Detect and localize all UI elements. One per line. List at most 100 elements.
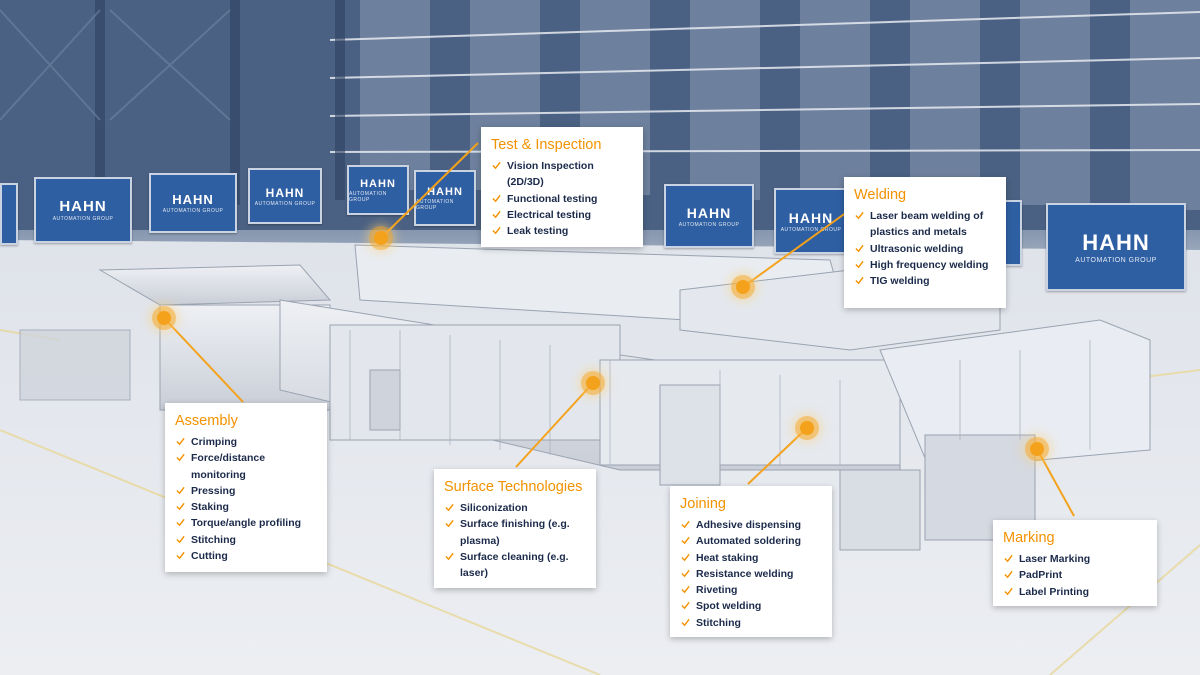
callout-surface-technologies: Surface Technologies Siliconization Surf… (434, 469, 596, 588)
hahn-banner: HAHN AUTOMATION GROUP (34, 177, 132, 243)
banner-logo: HAHN (265, 185, 305, 200)
check-icon (176, 437, 185, 446)
list-item-label: Surface finishing (e.g. plasma) (460, 518, 570, 547)
check-icon (445, 503, 454, 512)
check-icon (681, 553, 690, 561)
callout-title: Marking (1003, 530, 1055, 546)
banner-subtext: AUTOMATION GROUP (1075, 257, 1157, 264)
check-icon (176, 519, 185, 527)
list-item: Vision Inspection (2D/3D) (491, 158, 633, 191)
banner-subtext: AUTOMATION GROUP (162, 208, 224, 214)
capability-list: Vision Inspection (2D/3D) Functional tes… (491, 158, 633, 239)
banner-subtext: AUTOMATION GROUP (780, 226, 842, 233)
check-icon (681, 602, 690, 610)
list-item: Ultrasonic welding (854, 241, 996, 257)
list-item-label: Spot welding (696, 600, 762, 613)
list-item-label: TIG welding (870, 275, 930, 288)
list-item-label: Siliconization (460, 502, 528, 514)
list-item: Siliconization (444, 500, 586, 516)
list-item: High frequency welding (854, 257, 996, 273)
check-icon (1004, 587, 1013, 595)
list-item-label: Resistance welding (696, 567, 794, 580)
list-item: Label Printing (1003, 584, 1147, 600)
list-item-label: Electrical testing (507, 208, 592, 221)
list-item: Heat staking (680, 550, 822, 566)
list-item-label: Laser beam welding of plastics and metal… (870, 210, 984, 239)
list-item-label: Force/distance monitoring (191, 452, 266, 481)
list-item: Riveting (680, 582, 822, 598)
check-icon (681, 520, 690, 529)
callout-title: Welding (854, 187, 907, 203)
list-item-label: Stitching (696, 616, 741, 629)
list-item: Laser Marking (1003, 551, 1147, 567)
list-item: Torque/angle profiling (175, 515, 317, 531)
capability-list: Siliconization Surface finishing (e.g. p… (444, 500, 586, 581)
check-icon (492, 161, 501, 170)
list-item: Spot welding (680, 598, 822, 614)
hotspot-welding[interactable] (736, 280, 750, 294)
list-item: Automated soldering (680, 533, 822, 549)
hahn-banner: HAHN AUTOMATION GROUP (149, 173, 237, 233)
list-item-label: Riveting (696, 584, 738, 597)
list-item-label: PadPrint (1019, 569, 1063, 582)
check-icon (492, 194, 501, 202)
hahn-banner: HAHN AUTOMATION GROUP (414, 170, 476, 226)
hotspot-marking[interactable] (1030, 442, 1044, 456)
callout-welding: Welding Laser beam welding of plastics a… (844, 177, 1006, 308)
check-icon (1004, 554, 1013, 563)
list-item-label: Ultrasonic welding (870, 242, 964, 255)
list-item-label: Stitching (191, 533, 236, 546)
list-item: Leak testing (491, 223, 633, 239)
callout-assembly: Assembly Crimping Force/distance monitor… (165, 403, 327, 572)
banner-subtext: AUTOMATION GROUP (52, 216, 114, 222)
banner-logo: HAHN (1082, 230, 1150, 255)
list-item-label: Leak testing (507, 225, 569, 238)
capability-list: Laser beam welding of plastics and metal… (854, 208, 996, 289)
list-item: Cutting (175, 548, 317, 564)
list-item: Surface finishing (e.g. plasma) (444, 516, 586, 549)
list-item: Stitching (680, 615, 822, 631)
banner-logo: HAHN (59, 198, 107, 215)
hotspot-test-inspection[interactable] (374, 231, 388, 245)
list-item-label: Label Printing (1019, 585, 1090, 598)
list-item: Force/distance monitoring (175, 450, 317, 483)
banner-subtext: AUTOMATION GROUP (254, 200, 316, 207)
hotspot-assembly[interactable] (157, 311, 171, 325)
check-icon (1004, 571, 1013, 579)
hahn-banner: HAHN AUTOMATION GROUP (774, 188, 848, 254)
list-item: Crimping (175, 434, 317, 450)
capability-list: Crimping Force/distance monitoring Press… (175, 434, 317, 564)
hotspot-joining[interactable] (800, 421, 814, 435)
check-icon (681, 569, 690, 578)
list-item-label: Automated soldering (696, 535, 802, 548)
check-icon (445, 520, 454, 528)
hahn-banner (0, 183, 18, 245)
hahn-banner: HAHN AUTOMATION GROUP (347, 165, 409, 215)
callout-marking: Marking Laser Marking PadPrint Label Pri… (993, 520, 1157, 606)
banner-logo: HAHN (360, 177, 396, 190)
list-item-label: Cutting (191, 550, 228, 563)
check-icon (176, 454, 185, 462)
hahn-banner: HAHN AUTOMATION GROUP (664, 184, 754, 248)
list-item-label: Heat staking (696, 551, 759, 564)
callout-test-inspection: Test & Inspection Vision Inspection (2D/… (481, 127, 643, 247)
check-icon (176, 486, 185, 495)
list-item-label: High frequency welding (870, 258, 989, 271)
list-item: TIG welding (854, 273, 996, 289)
callout-title: Assembly (175, 413, 238, 429)
list-item: Stitching (175, 532, 317, 548)
list-item: Adhesive dispensing (680, 517, 822, 533)
hahn-banner: HAHN AUTOMATION GROUP (1046, 203, 1186, 291)
list-item-label: Vision Inspection (2D/3D) (507, 160, 594, 189)
check-icon (681, 586, 690, 594)
callout-title: Joining (680, 496, 726, 512)
check-icon (445, 552, 454, 561)
callout-joining: Joining Adhesive dispensing Automated so… (670, 486, 832, 637)
callout-title: Test & Inspection (491, 137, 602, 153)
check-icon (176, 551, 185, 560)
list-item: Functional testing (491, 191, 633, 207)
list-item: Electrical testing (491, 207, 633, 223)
list-item-label: Adhesive dispensing (696, 519, 802, 531)
capability-list: Laser Marking PadPrint Label Printing (1003, 551, 1147, 600)
hotspot-surface-technologies[interactable] (586, 376, 600, 390)
